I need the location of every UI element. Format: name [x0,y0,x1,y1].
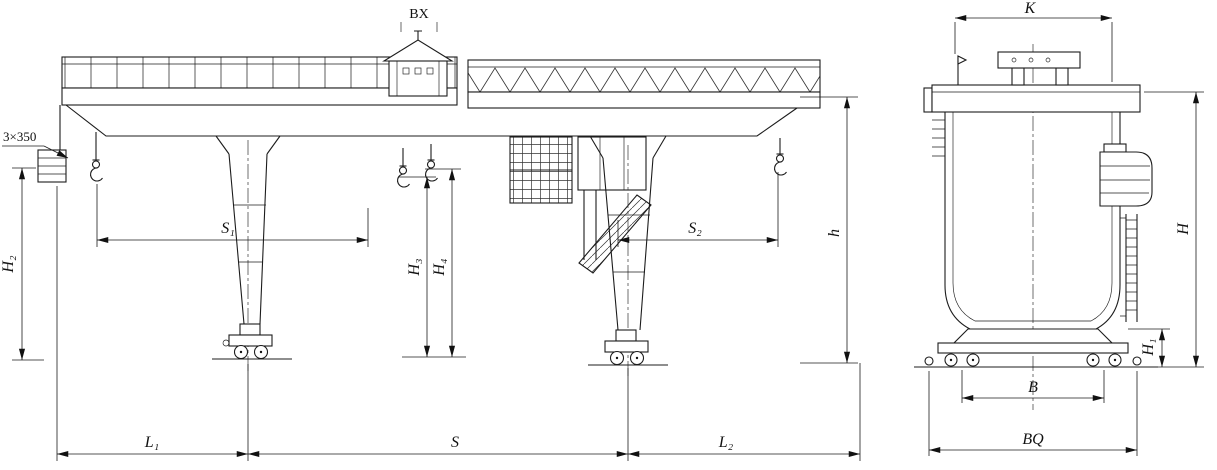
label-l1: L₁ [144,434,159,451]
top-trolley-cab [997,51,1081,86]
dimension-h3-h4: H₃ H₄ [399,168,466,358]
label-bq: BQ [1022,431,1044,448]
dimension-h2: H₂ [0,167,44,361]
dimension-l1-s-l2: L₁ S L₂ [56,186,861,461]
front-elevation-view: BX 3×350 [0,7,861,461]
label-k: K [1024,0,1037,17]
left-leg [212,135,292,372]
right-hook-icon [773,145,788,176]
label-s1: S₁ [221,220,235,237]
end-girder [923,55,1141,113]
trolley-hoist-frame [509,136,652,274]
label-h3: H₃ [406,258,423,276]
dimension-h1: H₁ [1128,328,1170,367]
dimension-b: B [961,370,1105,403]
left-end-buffer-bracket: 3×350 [2,105,69,183]
end-frame-body [932,112,1121,330]
label-s2: S₂ [688,220,702,237]
bx-conductor-cab: BX [382,7,454,97]
end-elevation-view: K H H₁ B BQ [914,0,1204,456]
hooks [89,132,788,188]
label-bx: BX [409,7,428,22]
main-hook-icon [396,157,411,188]
dimension-bq: BQ [928,371,1138,456]
cantilever-hook-icon [89,151,104,182]
diagonal-brace [578,194,652,274]
side-equipment-box [1099,143,1153,207]
label-h2: H₂ [0,255,17,274]
label-b: B [1028,379,1038,396]
label-rail-spec: 3×350 [3,129,36,144]
label-l2: L₂ [718,434,734,451]
label-h1: H₁ [1140,338,1157,356]
side-ladder [1120,214,1138,322]
label-h-lower: h [826,229,843,237]
label-h4: H₄ [431,258,448,276]
dimension-h: H [1144,91,1204,368]
right-leg [588,135,668,376]
dimension-s2: S₂ [617,172,779,247]
dimension-s1: S₁ [96,184,369,247]
label-h: H [1175,222,1192,236]
dimension-h-lower: h [800,96,858,364]
end-bogies [914,328,1158,368]
dimension-k: K [954,0,1113,82]
label-s: S [451,434,459,451]
